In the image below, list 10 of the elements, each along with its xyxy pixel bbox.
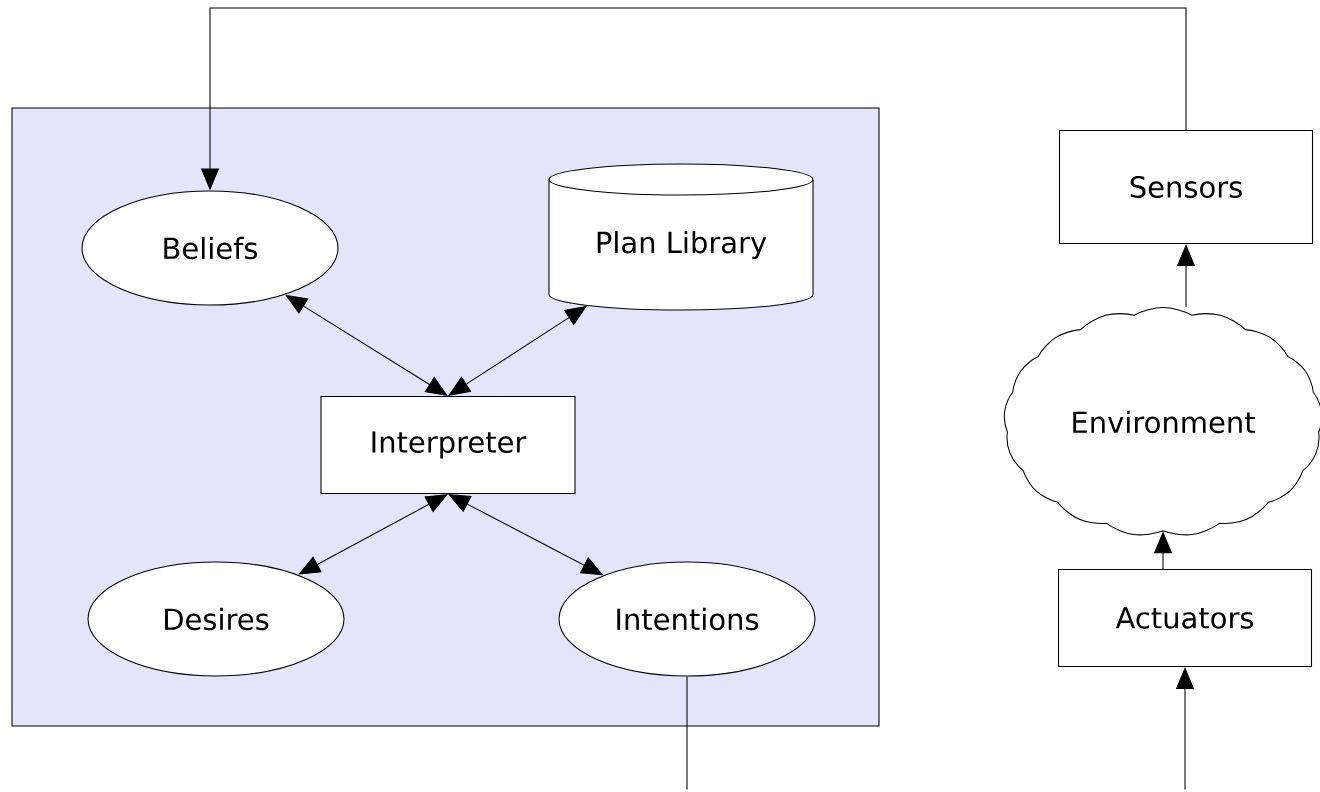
ellipse-node: Intentions <box>558 561 816 677</box>
ellipse-node: Desires <box>87 561 345 677</box>
process-box: Actuators <box>1058 568 1313 668</box>
environment-cloud: Environment <box>1003 306 1320 536</box>
arrow <box>298 494 448 575</box>
process-box: Sensors <box>1059 129 1314 245</box>
process-box: Interpreter <box>320 395 576 495</box>
database-cylinder: Plan Library <box>548 163 814 311</box>
arrow <box>285 294 448 396</box>
ellipse-node: Beliefs <box>81 190 339 306</box>
